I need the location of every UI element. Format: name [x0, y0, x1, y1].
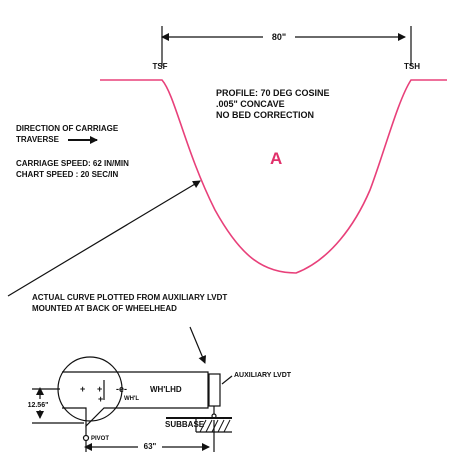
end-label-tsh: TSH — [404, 62, 420, 71]
length-dim-label: 63" — [144, 442, 157, 451]
height-dim-label-bg — [22, 399, 54, 410]
auxiliary-label-leader — [221, 375, 233, 385]
pivot-label: PIVOT — [91, 436, 109, 442]
wheel-center-mark-right: + — [97, 384, 102, 394]
direction-label-line-1: DIRECTION OF CARRIAGE — [16, 124, 119, 133]
profile-description-line-1: PROFILE: 70 DEG COSINE — [216, 88, 330, 98]
length-dim-label-bg — [138, 440, 162, 452]
pivot-point — [82, 434, 90, 442]
height-dim-label: 12.56" — [28, 402, 49, 409]
callout-line-1: ACTUAL CURVE PLOTTED FROM AUXILIARY LVDT — [32, 293, 227, 302]
region-label: A — [270, 149, 282, 168]
span-label-bg — [263, 30, 295, 43]
end-label-tsf: TSF — [152, 62, 167, 71]
wheelhead-label: WH'LHD — [150, 385, 182, 394]
profile-description-line-3: NO BED CORRECTION — [216, 110, 314, 120]
span-label: 80" — [272, 32, 286, 42]
wheel-center-mark-left: + — [80, 384, 85, 394]
direction-label-line-2: TRAVERSE — [16, 135, 60, 144]
callout-line-2: MOUNTED AT BACK OF WHEELHEAD — [32, 304, 177, 313]
carriage-speed-label: CARRIAGE SPEED: 62 IN/MIN — [16, 159, 129, 168]
profile-description-line-2: .005" CONCAVE — [216, 99, 285, 109]
wheelhead-body — [62, 371, 209, 428]
grinding-wheel — [57, 356, 123, 422]
auxiliary-lvdt-body — [208, 373, 221, 407]
lvdt-pointer-arrow — [189, 326, 206, 364]
auxiliary-lvdt-label: AUXILIARY LVDT — [234, 372, 292, 379]
span-dimension: 80" — [161, 26, 412, 66]
callout-leader-arrow — [7, 180, 201, 297]
subbase-label: SUBBASE — [165, 420, 205, 429]
subbase-hatching — [199, 419, 231, 433]
pivot-mark: + — [98, 394, 103, 404]
wheel-label: WH'L — [124, 396, 139, 402]
profile-curve — [100, 79, 447, 274]
wheel-spindle-mark: -e- — [116, 384, 127, 394]
machine-sketch: + + -e- + WH'LHD WH'L AUXILIARY LVDT SUB… — [22, 356, 292, 452]
chart-speed-label: CHART SPEED : 20 SEC/IN — [16, 170, 118, 179]
